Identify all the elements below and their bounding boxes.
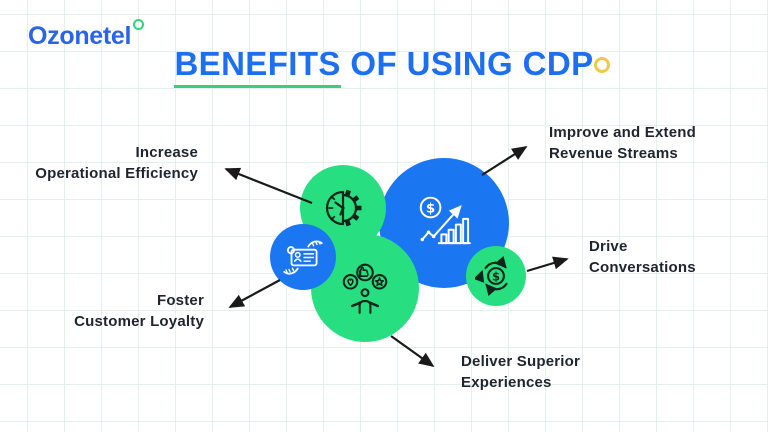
label-line: Foster	[156, 292, 204, 309]
rosette-icon	[286, 246, 296, 255]
label-drive-conversations: Drive Conversations	[589, 236, 696, 278]
label-foster-customer-loyalty: Foster Customer Loyalty	[40, 290, 204, 332]
label-line: Improve and Extend	[549, 124, 696, 141]
page-title: BENEFITS OF USING CDP	[0, 45, 768, 88]
person-badges-icon	[342, 263, 388, 314]
label-line: Experiences	[461, 374, 552, 391]
label-increase-operational-efficiency: Increase Operational Efficiency	[30, 142, 198, 184]
ozonetel-logo-ring-icon	[133, 19, 145, 30]
heart-badge-icon	[347, 278, 354, 287]
conversations-circle: $	[466, 246, 526, 306]
arrow-to-revenue-label	[481, 146, 528, 176]
arrow-to-conversations-label	[526, 256, 569, 273]
title-accent-ring-icon	[594, 57, 610, 73]
loyalty-circle	[270, 224, 336, 290]
arrow-to-loyalty-label	[228, 279, 281, 308]
dollar-cycle-icon: $	[475, 255, 508, 297]
label-line: Deliver Superior	[461, 353, 581, 370]
ozonetel-logo: Ozonetel	[28, 19, 145, 50]
ozonetel-logo-text: Ozonetel	[28, 22, 132, 50]
label-line: Conversations	[589, 259, 696, 276]
label-line: Increase	[135, 144, 198, 161]
bottom-hand-icon	[283, 267, 299, 275]
clock-gear-icon	[325, 189, 362, 227]
dollar-growth-chart-icon: $	[419, 196, 471, 245]
label-line: Operational Efficiency	[35, 165, 198, 182]
svg-text:$: $	[426, 201, 435, 216]
label-line: Revenue Streams	[549, 145, 678, 162]
star-badge-icon	[374, 277, 385, 287]
thumbs-up-badge-icon	[359, 266, 369, 277]
label-line: Drive	[589, 238, 628, 255]
label-deliver-superior-experiences: Deliver Superior Experiences	[461, 351, 580, 393]
top-hand-icon	[307, 240, 323, 248]
arrow-to-experiences-label	[390, 335, 435, 368]
title-rest: OF USING CDP	[340, 45, 594, 82]
arrow-to-efficiency-label	[224, 167, 313, 205]
hands-loyalty-card-icon	[283, 240, 323, 275]
title-underlined-word: BENEFITS	[174, 45, 341, 88]
svg-text:$: $	[492, 269, 500, 283]
label-improve-extend-revenue-streams: Improve and Extend Revenue Streams	[549, 122, 696, 164]
label-line: Customer Loyalty	[74, 313, 204, 330]
